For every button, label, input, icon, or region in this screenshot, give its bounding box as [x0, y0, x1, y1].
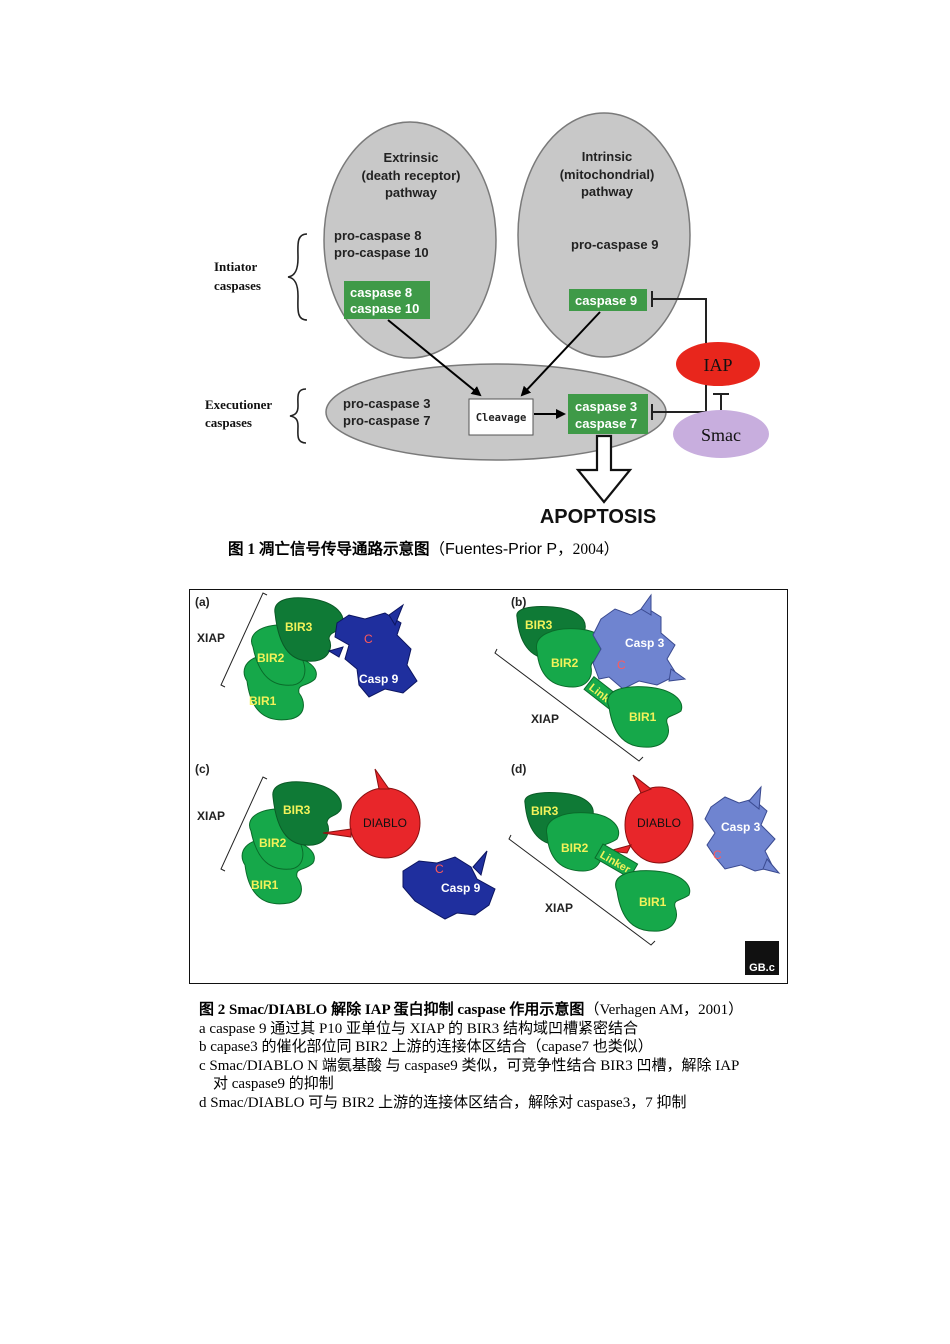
panel-b-bir1-label: BIR1 — [629, 710, 657, 724]
caspase-7-label: caspase 7 — [575, 416, 637, 431]
panel-b-casp3-label: Casp 3 — [625, 636, 665, 650]
gb-logo — [745, 941, 779, 975]
extrinsic-title-1: Extrinsic — [384, 150, 439, 165]
initiator-label-2: caspases — [214, 278, 261, 293]
panel-c-casp9 — [402, 856, 496, 920]
panel-a-bir2-label: BIR2 — [257, 651, 285, 665]
intrinsic-title-1: Intrinsic — [582, 149, 633, 164]
panel-a-bir3 — [274, 597, 344, 662]
apoptosis-arrow — [575, 434, 633, 504]
arrow-caspase9-to-cleavage — [520, 311, 601, 397]
panel-d-bir1-label: BIR1 — [639, 895, 667, 909]
figure1-caption-ref: （Fuentes-Prior P，2004） — [429, 541, 620, 558]
figure1-caption: 图 1 凋亡信号传导通路示意图（Fuentes-Prior P，2004） — [228, 537, 619, 559]
caspase-3-label: caspase 3 — [575, 399, 637, 414]
smac-label: Smac — [701, 425, 741, 445]
cleavage-box — [468, 398, 534, 436]
panel-c-casp9-label: Casp 9 — [441, 881, 481, 895]
panel-c-diablo-label: DIABLO — [363, 816, 407, 830]
gb-logo-text: GB.c — [749, 962, 775, 974]
caspase-9-box — [569, 289, 647, 311]
panel-b-bir2-label: BIR2 — [551, 656, 579, 670]
pro-caspase-3-label: pro-caspase 3 — [343, 396, 430, 411]
figure1-caption-title: 图 1 凋亡信号传导通路示意图 — [228, 541, 430, 558]
panel-d-c-label: C — [713, 848, 722, 862]
panel-c-bir1-label: BIR1 — [251, 878, 279, 892]
panel-a-bir1-label: BIR1 — [249, 694, 277, 708]
panel-d-bir3-label: BIR3 — [531, 804, 559, 818]
figure2-note-a: a caspase 9 通过其 P10 亚单位与 XIAP 的 BIR3 结构域… — [199, 1020, 639, 1037]
panel-a-casp9 — [334, 612, 418, 698]
cleavage-label: Cleavage — [476, 412, 527, 424]
panel-c-c-label: C — [435, 862, 444, 876]
panel-c-bir3-label: BIR3 — [283, 803, 311, 817]
caspase-3-7-box — [568, 394, 648, 434]
extrinsic-title-3: pathway — [385, 185, 438, 200]
pro-caspase-8-label: pro-caspase 8 — [334, 228, 421, 243]
panel-a-bracket — [220, 592, 268, 688]
panel-a-bir3-label: BIR3 — [285, 620, 313, 634]
pro-caspase-7-label: pro-caspase 7 — [343, 413, 430, 428]
panel-a-xiap-label: XIAP — [197, 631, 225, 645]
panel-c-label: (c) — [195, 762, 210, 776]
figure2-note-d: d Smac/DIABLO 可与 BIR2 上游的连接体区结合，解除对 casp… — [199, 1094, 687, 1111]
intrinsic-title-2: (mitochondrial) — [560, 167, 655, 182]
panel-b-c-label: C — [617, 658, 626, 672]
smac-diablo-structure-figure: (a) XIAP BIR1 BIR2 BIR3 C Casp 9 (b) XIA… — [189, 589, 788, 984]
panel-d-diablo — [624, 786, 694, 864]
panel-c-bracket — [220, 776, 268, 872]
panel-c-bir3 — [272, 781, 342, 846]
panel-b-bir3-label: BIR3 — [525, 618, 553, 632]
executioner-brace — [289, 388, 307, 444]
intrinsic-title-3: pathway — [581, 184, 634, 199]
panel-d-casp3-label: Casp 3 — [721, 820, 761, 834]
panel-d-bir2-label: BIR2 — [561, 841, 589, 855]
initiator-brace — [287, 233, 308, 321]
panel-d-xiap-label: XIAP — [545, 901, 573, 915]
iap-inhibits-caspase9 — [652, 298, 707, 343]
caspase-8-label: caspase 8 — [350, 285, 412, 300]
pro-caspase-10-label: pro-caspase 10 — [334, 245, 429, 260]
caspase-9-label: caspase 9 — [575, 293, 637, 308]
panel-d-label: (d) — [511, 762, 526, 776]
panel-b-xiap-label: XIAP — [531, 712, 559, 726]
panel-a-casp9-label: Casp 9 — [359, 672, 399, 686]
caspase-8-10-box — [344, 281, 430, 319]
panel-b-bracket — [494, 648, 644, 762]
figure2-note-c: c Smac/DIABLO N 端氨基酸 与 caspase9 类似，可竞争性结… — [199, 1057, 740, 1074]
executioner-label-1: Executioner — [205, 397, 272, 412]
initiator-label-1: Intiator — [214, 259, 258, 274]
figure2-note-c-cont: 对 caspase9 的抑制 — [213, 1076, 334, 1092]
executioner-label-2: caspases — [205, 415, 252, 430]
panel-d-diablo-label: DIABLO — [637, 816, 681, 830]
smac-ellipse — [673, 410, 769, 458]
panel-b-label: (b) — [511, 595, 526, 609]
caspase-10-label: caspase 10 — [350, 301, 419, 316]
panel-a-c-label: C — [364, 632, 373, 646]
panel-d-linker — [594, 843, 639, 879]
figure2-note-b: b capase3 的催化部位同 BIR2 上游的连接体区结合（capase7 … — [199, 1039, 653, 1055]
panel-a-label: (a) — [195, 595, 210, 609]
panel-b-bir1 — [607, 686, 683, 748]
figure2-caption-title: 图 2 Smac/DIABLO 解除 IAP 蛋白抑制 caspase 作用示意… — [199, 1002, 744, 1018]
iap-label: IAP — [703, 355, 732, 375]
figure2-caption-block: 图 2 Smac/DIABLO 解除 IAP 蛋白抑制 caspase 作用示意… — [199, 1001, 799, 1112]
extrinsic-title-2: (death receptor) — [362, 168, 461, 183]
apoptosis-pathway-diagram: Extrinsic (death receptor) pathway pro-c… — [205, 112, 769, 528]
panel-c-xiap-label: XIAP — [197, 809, 225, 823]
panel-d-bracket — [508, 834, 656, 946]
apoptosis-label: APOPTOSIS — [540, 506, 656, 528]
arrow-caspase8-to-cleavage — [387, 319, 482, 397]
iap-ellipse — [676, 342, 760, 386]
pro-caspase-9-label: pro-caspase 9 — [571, 237, 658, 252]
panel-d-bir1 — [615, 870, 691, 932]
panel-c-bir2-label: BIR2 — [259, 836, 287, 850]
